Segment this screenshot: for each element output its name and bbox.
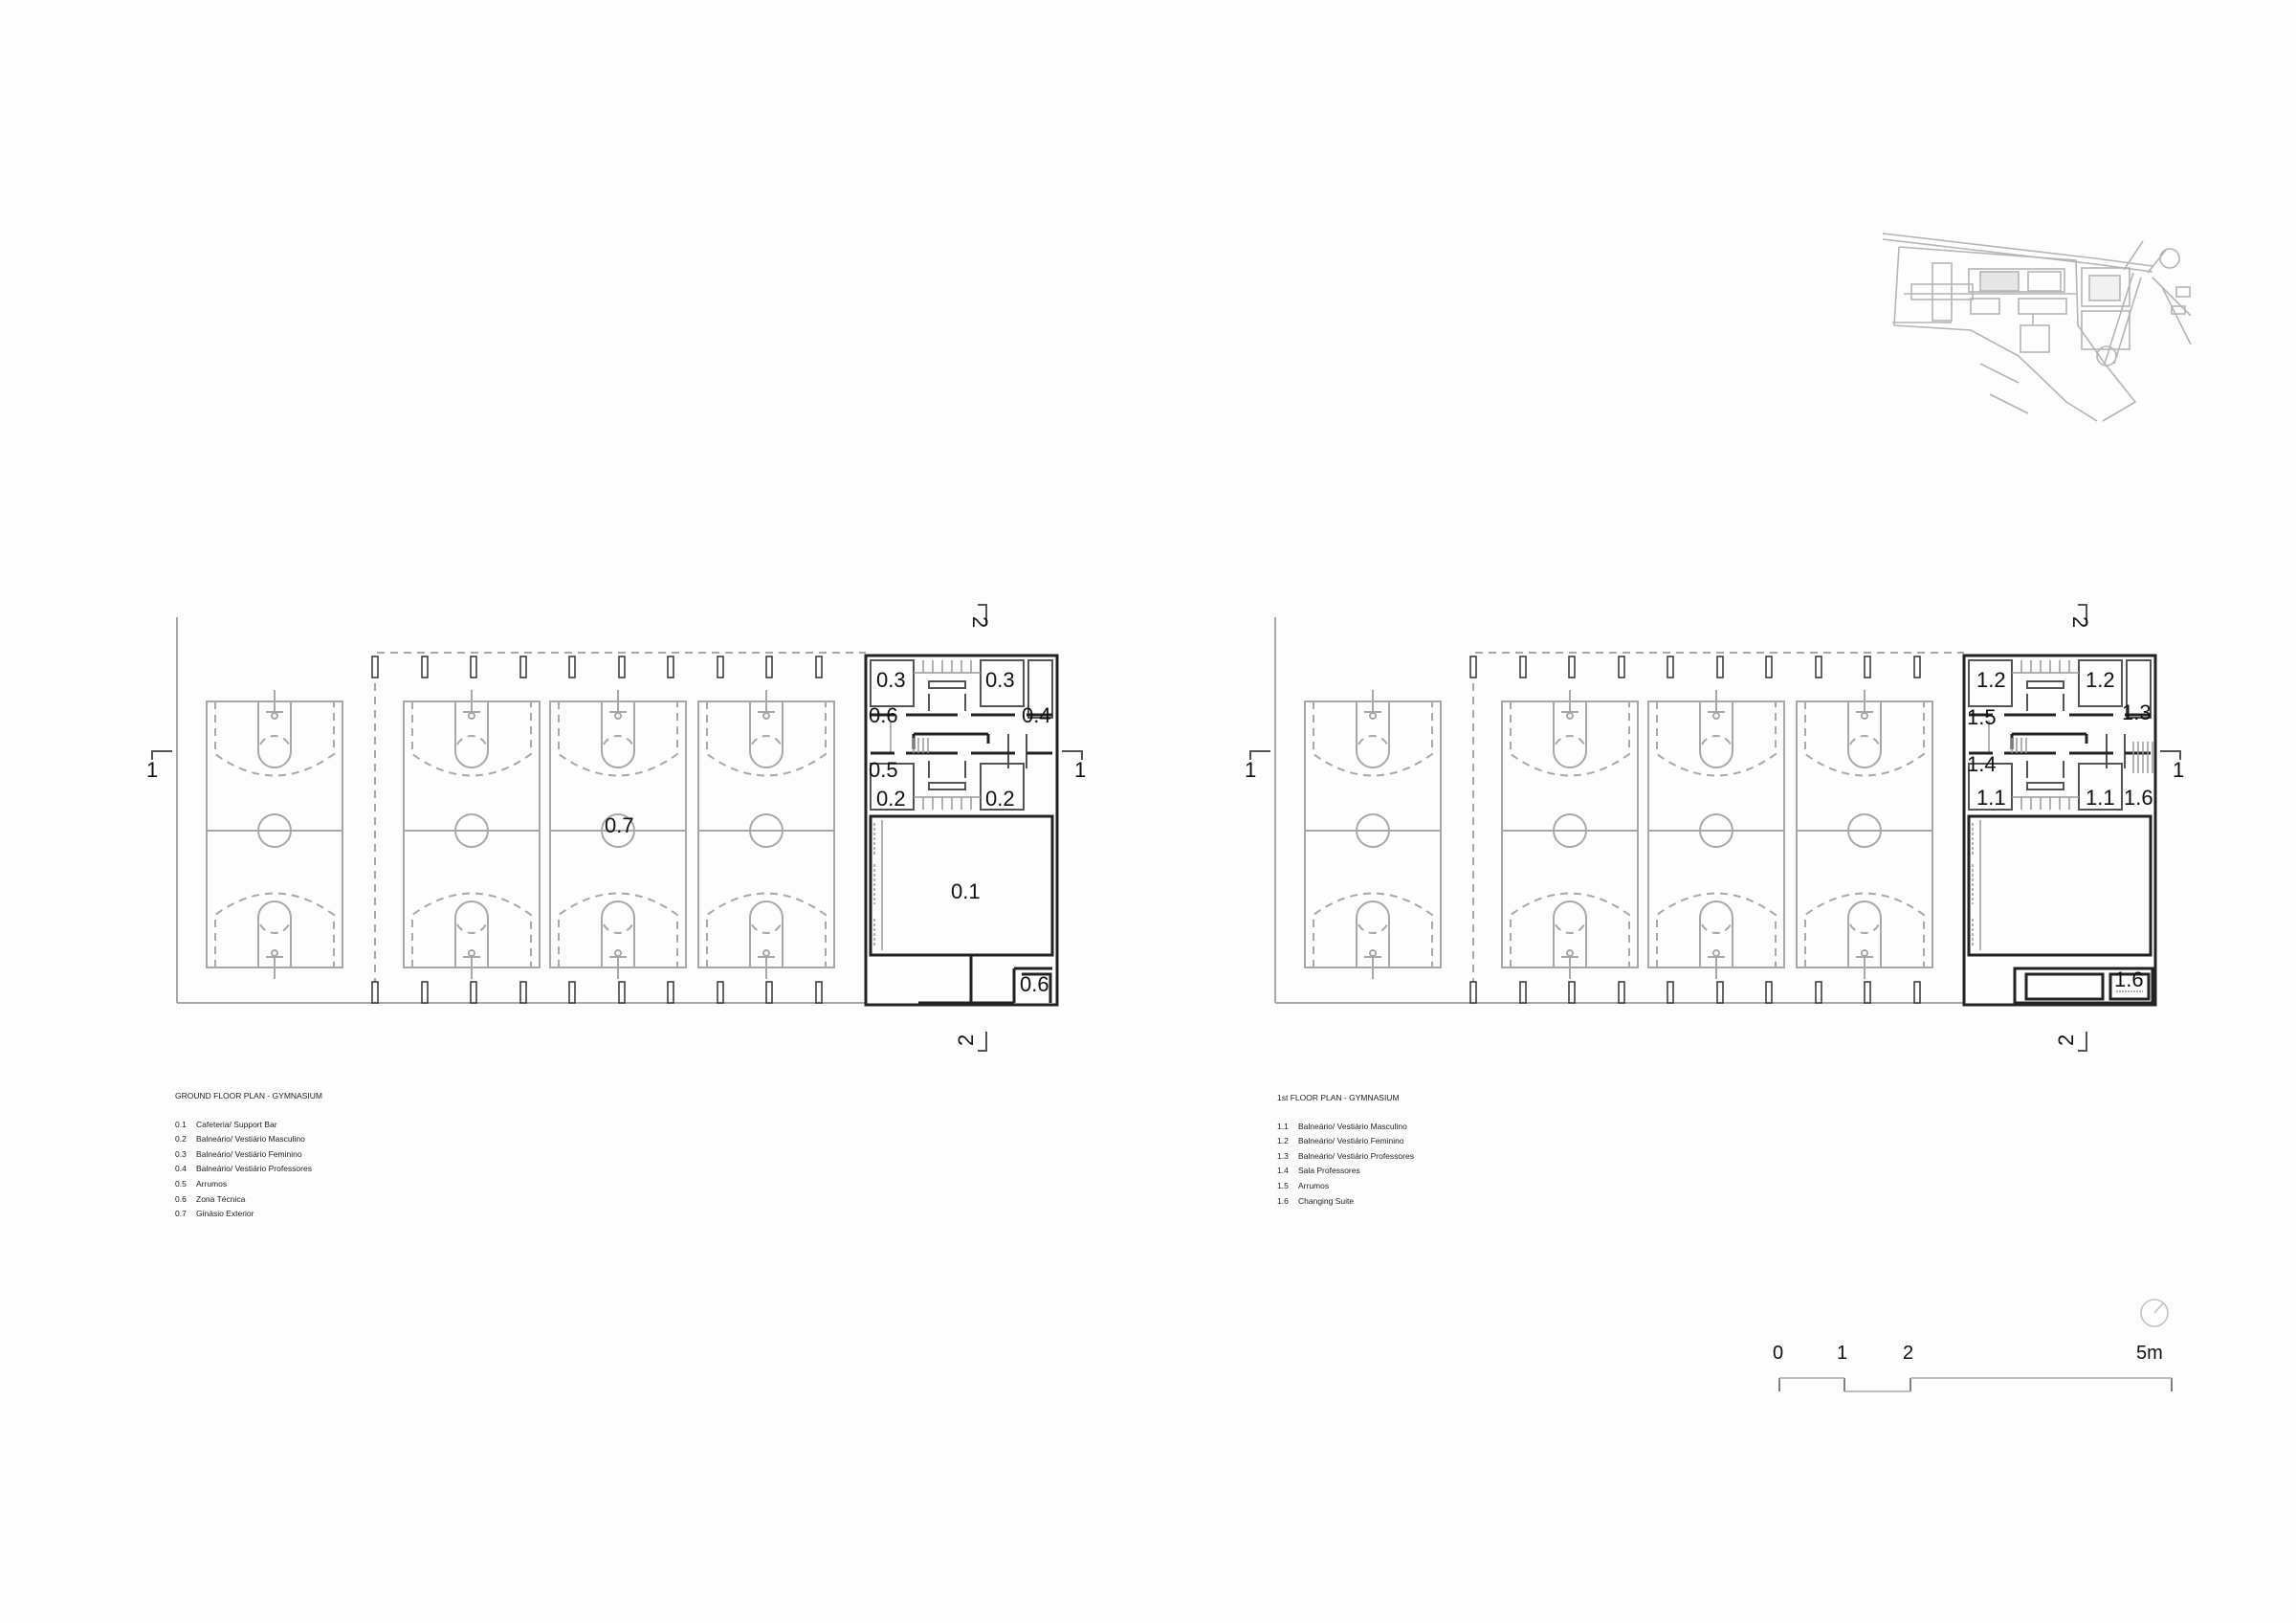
- section-marker-1-left: 1: [146, 750, 172, 782]
- court-1f-1: [1304, 689, 1442, 980]
- svg-text:2: 2: [2054, 1034, 2078, 1046]
- court-4: [697, 689, 835, 980]
- section-marker-2-bottom: 2: [954, 1032, 987, 1052]
- svg-text:1: 1: [1074, 758, 1086, 782]
- room-label-1-1a: 1.1: [1976, 786, 2006, 810]
- svg-text:2: 2: [968, 616, 992, 628]
- svg-text:2: 2: [954, 1034, 978, 1046]
- section-marker-2-top: 2: [968, 604, 992, 628]
- ground-floor-title: GROUND FLOOR PLAN - GYMNASIUM: [175, 1091, 322, 1101]
- room-label-1-2b: 1.2: [2086, 668, 2115, 692]
- room-label-0-3b: 0.3: [985, 668, 1015, 692]
- section-marker-1f-1-right: 1: [2160, 750, 2184, 782]
- room-label-1-1b: 1.1: [2086, 786, 2115, 810]
- room-label-0-2a: 0.2: [876, 787, 906, 811]
- room-label-0-4: 0.4: [1022, 703, 1051, 727]
- svg-text:1: 1: [146, 758, 158, 782]
- room-label-0-6a: 0.6: [869, 703, 898, 727]
- court-1: [206, 689, 343, 980]
- room-label-1-2a: 1.2: [1976, 668, 2006, 692]
- svg-text:1: 1: [1245, 758, 1256, 782]
- room-label-1-5: 1.5: [1967, 705, 1997, 729]
- scale-bar: [1778, 1377, 2173, 1392]
- room-label-0-7: 0.7: [605, 813, 634, 837]
- room-label-0-6b: 0.6: [1020, 972, 1049, 996]
- svg-text:1: 1: [2173, 758, 2184, 782]
- ground-floor-plan: [176, 617, 1059, 1007]
- section-marker-1f-2-top: 2: [2068, 604, 2092, 628]
- scale-tick-2: 2: [1903, 1343, 1914, 1364]
- scale-tick-5m: 5m: [2136, 1343, 2163, 1364]
- scale-tick-0: 0: [1773, 1343, 1784, 1364]
- section-marker-1-right: 1: [1062, 750, 1086, 782]
- site-location-plan: [1882, 233, 2192, 422]
- section-marker-1f-1-left: 1: [1245, 750, 1270, 782]
- room-label-1-4: 1.4: [1967, 752, 1997, 776]
- court-1f-2: [1501, 689, 1639, 980]
- room-label-0-1: 0.1: [951, 879, 981, 903]
- scale-tick-1: 1: [1837, 1343, 1848, 1364]
- north-arrow-icon: [2140, 1299, 2169, 1327]
- room-label-1-6b: 1.6: [2114, 967, 2144, 991]
- first-floor-plan: [1274, 617, 2157, 1007]
- court-1f-4: [1796, 689, 1933, 980]
- room-label-1-6a: 1.6: [2124, 786, 2153, 810]
- first-floor-title: 1st FLOOR PLAN - GYMNASIUM: [1277, 1093, 1400, 1102]
- room-label-0-3a: 0.3: [876, 668, 906, 692]
- svg-text:2: 2: [2068, 616, 2092, 628]
- court-1f-3: [1647, 689, 1785, 980]
- room-label-1-3: 1.3: [2122, 700, 2152, 724]
- court-2: [403, 689, 541, 980]
- section-marker-1f-2-bottom: 2: [2054, 1032, 2087, 1052]
- room-label-0-5: 0.5: [869, 758, 898, 782]
- room-label-0-2b: 0.2: [985, 787, 1015, 811]
